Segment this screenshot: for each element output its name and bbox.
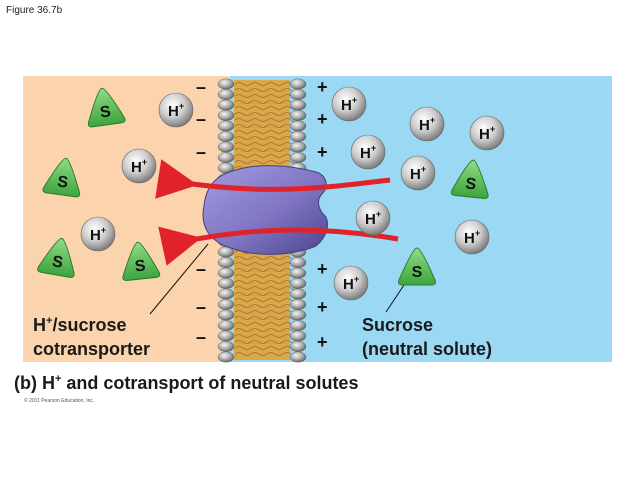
lipid-head [217,110,235,121]
lipid-head [217,120,235,132]
sucrose-molecule: S [398,247,436,286]
negative-charge: – [196,259,206,279]
transporter-pointer [149,243,209,315]
lipid-head [217,267,235,279]
solute-label-line1: Sucrose [362,315,433,335]
lipid-head [289,330,307,342]
svg-text:S: S [465,175,478,193]
caption-rest: and cotransport of neutral solutes [61,373,359,393]
lipid-head [217,309,235,321]
figure-caption: (b) H+ and cotransport of neutral solute… [14,373,358,394]
lipid-head [217,89,235,100]
svg-text:S: S [99,103,112,121]
lipid-head [289,141,307,153]
cotransporter-protein [202,165,329,255]
transporter-label-line2: cotransporter [33,339,150,359]
negative-charge: – [196,142,206,162]
lipid-head [217,78,235,90]
lipid-head [217,99,235,111]
proton-ions: H+H+H+H+H+H+H+H+H+H+H+ [80,86,505,301]
svg-text:S: S [56,173,69,191]
proton-ion: H+ [158,92,194,128]
lipid-head [289,110,307,121]
sucrose-molecule: S [87,87,126,128]
negative-charge: – [196,109,206,129]
proton-ion: H+ [469,115,505,151]
sucrose-pointer [385,281,407,313]
svg-text:S: S [51,253,65,272]
sucrose-molecule: S [450,159,489,199]
sucrose-molecule: S [42,157,81,198]
lipid-head [289,99,307,111]
proton-ion: H+ [80,216,116,252]
copyright-notice: © 2011 Pearson Education, Inc. [24,398,95,404]
lipid-head [217,257,235,268]
lipid-head [289,131,307,142]
lipid-head [217,341,235,352]
lipid-head [289,120,307,132]
figure-label: Figure 36.7b [6,5,63,16]
caption-prefix: (b) H [14,373,55,393]
proton-ion: H+ [350,134,386,170]
lipid-head [289,89,307,100]
positive-charge: + [317,77,328,97]
lipid-head [289,309,307,321]
proton-ion: H+ [409,106,445,142]
lipid-head [289,267,307,279]
lipid-head [217,152,235,163]
caption-sup: + [54,373,62,385]
lipid-head [217,278,235,289]
lipid-head [289,288,307,300]
positive-charge: + [317,259,328,279]
lipid-head [217,288,235,300]
proton-ion: H+ [333,265,369,301]
svg-text:S: S [134,257,147,275]
svg-text:S: S [412,264,423,281]
lipid-head [289,257,307,268]
membrane-charges: – – – – – – + + + + + + [196,77,328,352]
lipid-head [289,341,307,352]
lipid-head [217,141,235,153]
lipid-head [217,320,235,331]
sucrose-molecule: S [122,241,161,281]
lipid-head [217,351,235,363]
lipid-head [289,78,307,90]
transport-arrow-upper [155,159,391,199]
proton-ion: H+ [454,219,490,255]
negative-charge: – [196,297,206,317]
positive-charge: + [317,142,328,162]
lipid-head [289,278,307,289]
lipid-head [289,351,307,363]
lipid-head [217,299,235,310]
proton-ion: H+ [355,200,391,236]
lipid-head [289,320,307,331]
positive-charge: + [317,332,328,352]
lipid-head [289,299,307,310]
proton-ion: H+ [331,86,367,122]
lipid-head [217,131,235,142]
lipid-head [217,330,235,342]
positive-charge: + [317,109,328,129]
negative-charge: – [196,327,206,347]
transporter-label-line1: H+/sucrose [33,315,126,335]
sucrose-molecule: S [37,237,75,278]
proton-ion: H+ [121,148,157,184]
proton-ion: H+ [400,155,436,191]
lipid-head [289,152,307,163]
solute-label-line2: (neutral solute) [362,339,492,359]
negative-charge: – [196,77,206,97]
sucrose-molecules: S S S S S S [37,87,489,286]
transport-arrow-lower [158,226,399,266]
cytoplasm-region [23,76,230,362]
positive-charge: + [317,297,328,317]
